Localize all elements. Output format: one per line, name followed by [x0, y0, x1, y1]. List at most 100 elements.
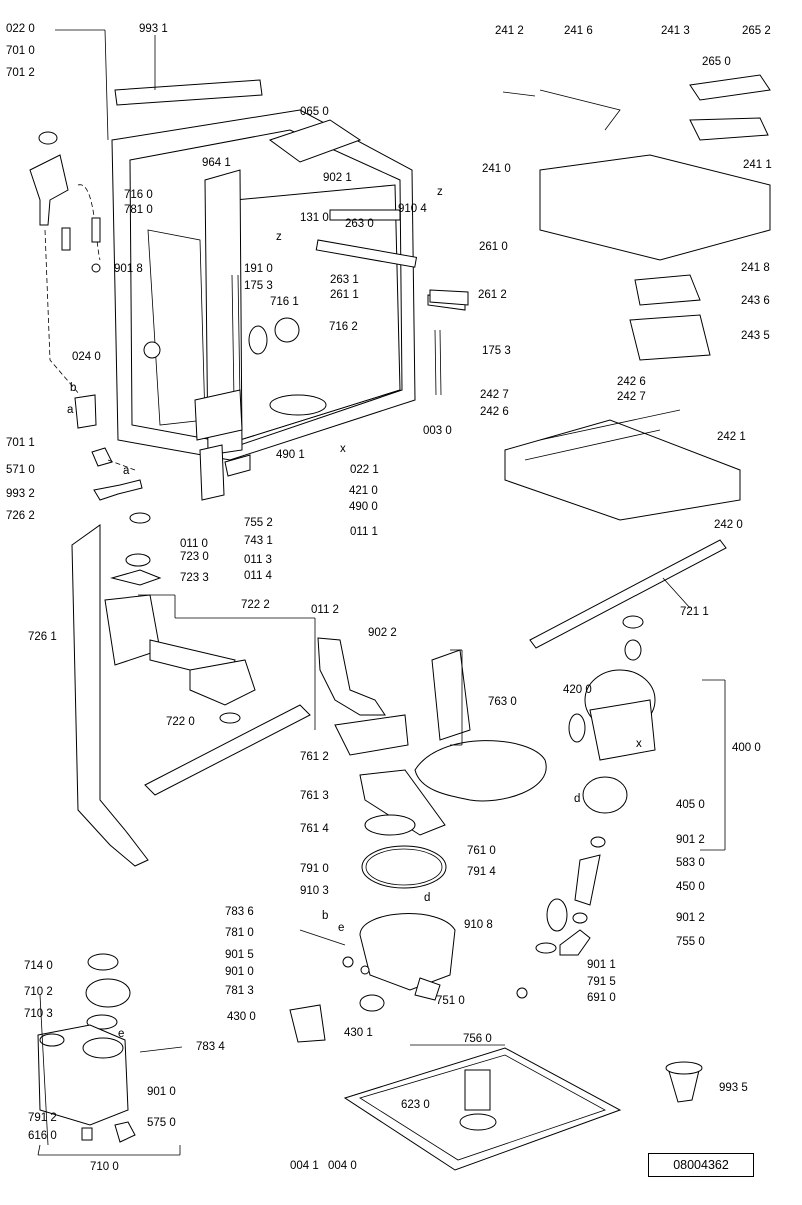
part-number-label: 583 0 [676, 857, 705, 869]
part-number-label: 261 0 [479, 241, 508, 253]
part-number-label: 743 1 [244, 535, 273, 547]
sump-assembly [139, 649, 547, 1053]
part-number-label: 726 2 [6, 510, 35, 522]
part-number-label: 993 2 [6, 488, 35, 500]
part-number-label: 902 2 [368, 627, 397, 639]
part-number-label: 710 2 [24, 986, 53, 998]
part-number-label: 726 1 [28, 631, 57, 643]
part-number-label: 450 0 [676, 881, 705, 893]
part-number-label: 761 0 [467, 845, 496, 857]
part-number-label: 243 6 [741, 295, 770, 307]
part-number-label: 430 0 [227, 1011, 256, 1023]
part-number-label: 763 0 [488, 696, 517, 708]
connector-letter-a: a [67, 404, 74, 416]
part-number-label: 175 3 [244, 280, 273, 292]
part-number-label: 022 0 [6, 23, 35, 35]
part-number-label: 263 0 [345, 218, 374, 230]
part-number-label: 242 6 [480, 406, 509, 418]
part-number-label: 761 3 [300, 790, 329, 802]
part-number-label: 716 1 [270, 296, 299, 308]
part-number-label: 490 0 [349, 501, 378, 513]
connector-letter-d: d [424, 892, 431, 904]
part-number-label: 490 1 [276, 449, 305, 461]
part-number-label: 265 0 [702, 56, 731, 68]
part-number-label: 701 0 [6, 45, 35, 57]
part-number-label: 910 4 [398, 203, 427, 215]
part-number-label: 901 5 [225, 949, 254, 961]
part-number-label: 243 5 [741, 330, 770, 342]
inlet-assembly [29, 131, 143, 501]
part-number-label: 265 2 [742, 25, 771, 37]
part-number-label: 701 2 [6, 67, 35, 79]
part-number-label: 430 1 [344, 1027, 373, 1039]
part-number-label: 691 0 [587, 992, 616, 1004]
part-number-label: 191 0 [244, 263, 273, 275]
part-number-label: 131 0 [300, 212, 329, 224]
spray-arms-assembly [71, 512, 727, 867]
part-number-label: 781 0 [225, 927, 254, 939]
part-number-label: 781 0 [124, 204, 153, 216]
part-number-label: 616 0 [28, 1130, 57, 1142]
part-number-label: 420 0 [563, 684, 592, 696]
part-number-label: 242 0 [714, 519, 743, 531]
part-number-label: 901 1 [587, 959, 616, 971]
part-number-label: 405 0 [676, 799, 705, 811]
part-number-label: 421 0 [349, 485, 378, 497]
part-number-label: 004 1 [290, 1160, 319, 1172]
part-number-label: 242 7 [617, 391, 646, 403]
baskets-assembly [502, 74, 771, 521]
part-number-label: 261 1 [330, 289, 359, 301]
part-number-label: 901 0 [225, 966, 254, 978]
part-number-label: 011 2 [311, 604, 339, 616]
part-number-label: 623 0 [401, 1099, 430, 1111]
part-number-label: 575 0 [147, 1117, 176, 1129]
part-number-label: 791 0 [300, 863, 329, 875]
part-number-label: 751 0 [436, 995, 465, 1007]
part-number-label: 242 1 [717, 431, 746, 443]
connector-letter-x: x [636, 738, 642, 750]
part-number-label: 024 0 [72, 351, 101, 363]
part-number-label: 722 2 [241, 599, 270, 611]
connector-letter-b: b [70, 382, 77, 394]
part-number-label: 791 4 [467, 866, 496, 878]
part-number-label: 714 0 [24, 960, 53, 972]
connector-letter-e: e [338, 922, 345, 934]
part-number-label: 755 2 [244, 517, 273, 529]
part-number-label: 175 3 [482, 345, 511, 357]
part-number-label: 761 4 [300, 823, 329, 835]
part-number-label: 011 1 [350, 526, 378, 538]
drawing-number: 08004362 [648, 1153, 754, 1177]
connector-letter-z: z [437, 186, 443, 198]
part-number-label: 241 1 [743, 159, 772, 171]
part-number-label: 710 3 [24, 1008, 53, 1020]
pump-assembly [516, 669, 656, 999]
part-number-label: 723 0 [180, 551, 209, 563]
part-number-label: 710 0 [90, 1161, 119, 1173]
part-number-label: 003 0 [423, 425, 452, 437]
part-number-label: 716 2 [329, 321, 358, 333]
part-number-label: 901 2 [676, 912, 705, 924]
part-number-label: 910 8 [464, 919, 493, 931]
part-number-label: 261 2 [478, 289, 507, 301]
part-number-label: 755 0 [676, 936, 705, 948]
water-softener [37, 953, 181, 1156]
part-number-label: 964 1 [202, 157, 231, 169]
part-number-label: 901 8 [114, 263, 143, 275]
part-number-label: 783 4 [196, 1041, 225, 1053]
connector-letter-b: b [322, 910, 329, 922]
part-number-label: 901 2 [676, 834, 705, 846]
connector-letter-a: a [123, 465, 130, 477]
connector-letter-e: e [118, 1028, 125, 1040]
part-number-label: 761 2 [300, 751, 329, 763]
part-number-label: 241 2 [495, 25, 524, 37]
part-number-label: 910 3 [300, 885, 329, 897]
part-number-label: 241 8 [741, 262, 770, 274]
part-number-label: 791 2 [28, 1112, 57, 1124]
connector-letter-x: x [340, 443, 346, 455]
part-number-label: 993 1 [139, 23, 168, 35]
part-number-label: 722 0 [166, 716, 195, 728]
base-plate [343, 1047, 703, 1171]
part-number-label: 022 1 [350, 464, 379, 476]
